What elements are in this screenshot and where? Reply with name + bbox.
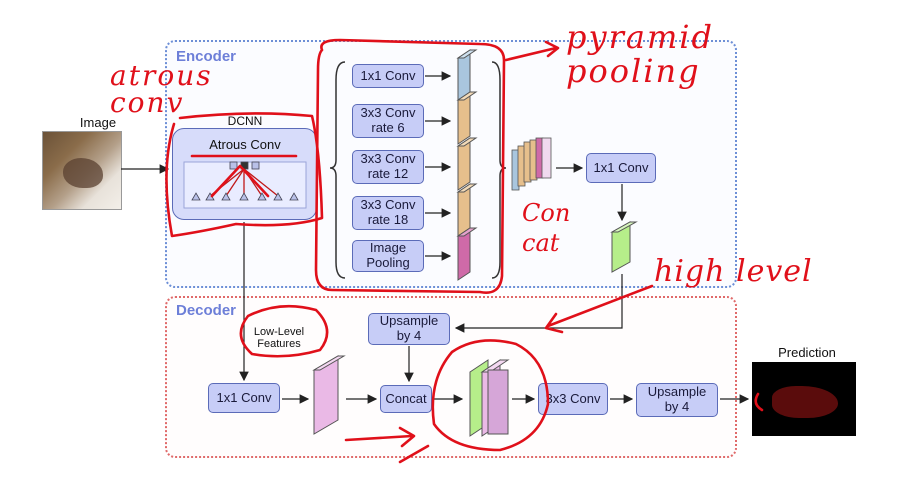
branch-3x3-rate12: 3x3 Conv rate 12 (352, 150, 424, 184)
atrous-grid-icon (183, 161, 307, 209)
decoder-label: Decoder (176, 302, 237, 319)
upsample-top: Upsample by 4 (368, 313, 450, 345)
decoder-group (165, 296, 737, 458)
concat-box: Concat (380, 385, 432, 413)
annotation-concat: Con cat (522, 199, 571, 257)
low-level-features-label: Low-Level Features (253, 326, 305, 350)
decoder-concat-stack (469, 359, 510, 437)
prediction-image (752, 362, 856, 436)
branch-3x3-rate18: 3x3 Conv rate 18 (352, 196, 424, 230)
pyramid-bracket-right (491, 61, 507, 279)
prediction-label: Prediction (778, 345, 836, 360)
decoder-3x3-conv: 3x3 Conv (538, 383, 608, 415)
branch-3x3-rate6: 3x3 Conv rate 6 (352, 104, 424, 138)
low-level-feature-map (312, 355, 346, 435)
high-level-feature-map (610, 221, 638, 273)
encoder-label: Encoder (176, 48, 237, 65)
pyramid-bracket (329, 61, 346, 279)
branch-1x1-conv: 1x1 Conv (352, 64, 424, 88)
annotation-high-level: high level (654, 254, 813, 289)
decoder-1x1-conv: 1x1 Conv (208, 383, 280, 413)
cat-shape (63, 158, 103, 188)
annotation-pyramid-pooling: pyramid pooling (566, 18, 714, 90)
prediction-mask (772, 386, 838, 418)
branch-image-pooling: Image Pooling (352, 240, 424, 272)
concat-stack (511, 137, 552, 191)
red-annotations (165, 38, 764, 464)
branch-feature-maps (456, 49, 478, 281)
annotation-atrous-conv: atrous conv (110, 59, 213, 119)
dcnn-label: DCNN (227, 114, 263, 128)
upsample-bottom: Upsample by 4 (636, 383, 718, 417)
atrous-conv-label: Atrous Conv (209, 137, 281, 152)
input-image (42, 131, 122, 210)
image-label: Image (79, 115, 117, 130)
post-concat-1x1-conv: 1x1 Conv (586, 153, 656, 183)
